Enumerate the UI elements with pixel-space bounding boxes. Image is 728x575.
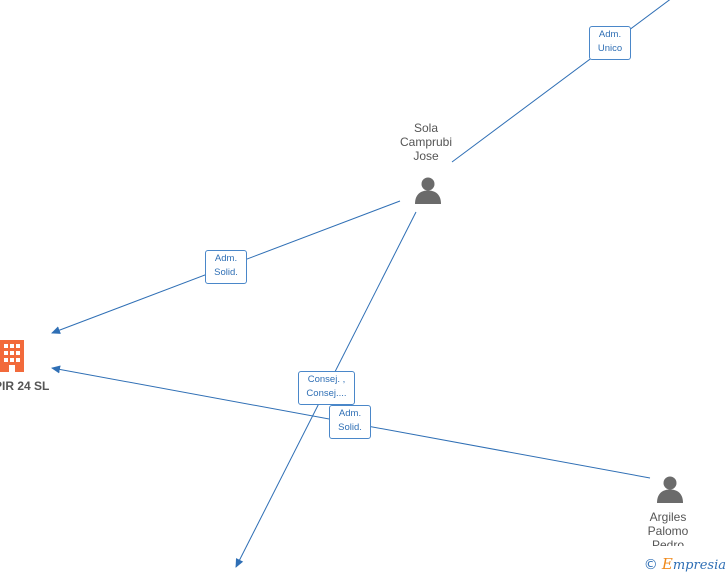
company-name[interactable]: PIR 24 SL [0,379,50,393]
edge-sola-to-top [451,0,671,163]
person-name-sola[interactable]: Sola Camprubi Jose [399,121,453,163]
building-icon[interactable] [0,340,24,372]
person-icon[interactable] [657,476,683,504]
person-name-argiles[interactable]: Argiles Palomo Pedro [647,510,689,546]
edge-label-adm-solid: Adm. Solid. [329,405,371,439]
edge-label-adm-solid: Adm. Solid. [205,250,247,284]
edge-label-adm-unico: Adm. Unico [589,26,631,60]
edge-label-consej: Consej. , Consej.... [298,371,355,405]
empresia-logo: © Empresia [644,555,726,573]
person-icon[interactable] [415,177,441,205]
brand-name: mpresia [672,558,726,573]
copyright-symbol: © [643,557,658,573]
brand-initial: E [661,555,673,573]
